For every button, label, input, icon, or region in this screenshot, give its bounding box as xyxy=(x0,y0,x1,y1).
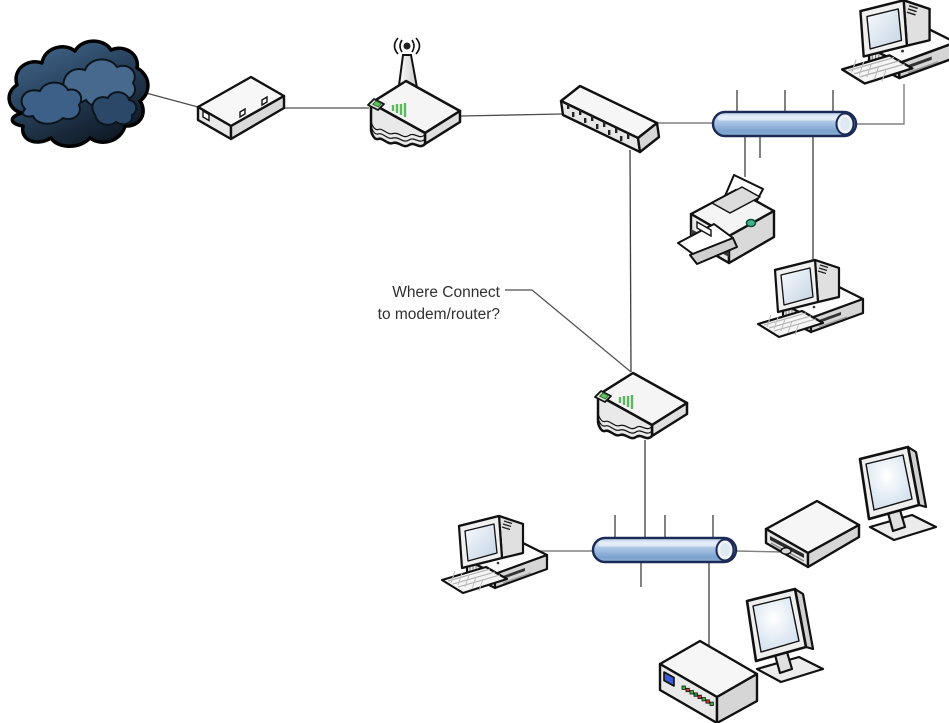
router-2[interactable] xyxy=(593,371,689,440)
callout-line xyxy=(505,289,632,373)
modem[interactable] xyxy=(196,75,286,141)
eject-button xyxy=(780,547,792,555)
link-bus1-computer1 xyxy=(855,84,905,125)
flat-monitor-2[interactable] xyxy=(745,587,825,684)
dvd-player[interactable] xyxy=(764,499,861,569)
annotation: Where Connect to modem/router? xyxy=(378,284,501,323)
printer[interactable] xyxy=(677,174,776,265)
link-switch-router2 xyxy=(629,149,632,373)
led-row xyxy=(681,685,714,706)
printer-button xyxy=(745,218,757,228)
flat-monitor-1[interactable] xyxy=(858,445,938,542)
ethernet-bus-2[interactable] xyxy=(591,536,738,564)
modem-port xyxy=(261,95,268,107)
link-bus2-dvd-player xyxy=(734,550,785,553)
connections xyxy=(145,84,905,652)
ethernet-bus-1[interactable] xyxy=(711,110,858,138)
switch-ports xyxy=(567,104,630,141)
annotation-line-2: to modem/router? xyxy=(378,306,501,323)
switch[interactable] xyxy=(559,84,661,154)
modem-port xyxy=(239,107,246,119)
desktop-computer-1[interactable] xyxy=(840,0,949,85)
power-button xyxy=(663,671,675,687)
media-device[interactable] xyxy=(658,639,759,723)
link-cloud-modem xyxy=(145,92,199,108)
modem-port xyxy=(202,109,210,122)
desktop-computer-3[interactable] xyxy=(440,514,549,595)
wireless-router[interactable] xyxy=(366,37,462,148)
desktop-computer-2[interactable] xyxy=(756,258,865,339)
annotation-line-1: Where Connect xyxy=(392,284,500,301)
disc-slot xyxy=(770,536,804,558)
printer-panel xyxy=(696,220,712,238)
link-wireless-router-switch xyxy=(460,113,563,117)
wireless-router-icon xyxy=(366,79,462,148)
internet-cloud[interactable] xyxy=(7,39,150,148)
